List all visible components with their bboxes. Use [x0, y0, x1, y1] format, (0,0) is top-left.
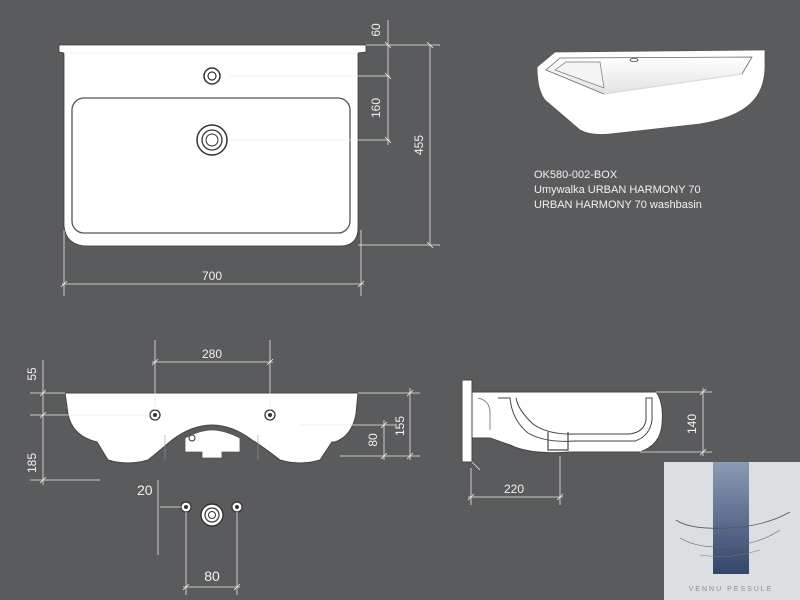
mounting-hole-left-icon	[149, 409, 161, 421]
bolt-hole-left-icon	[180, 501, 192, 513]
drain-icon	[196, 124, 228, 156]
dim-hole-spacing: 280	[202, 347, 222, 361]
dim-mount-distance: 80	[204, 568, 220, 584]
drain-hole-icon	[200, 503, 224, 527]
tap-hole-icon	[203, 67, 221, 85]
bolt-hole-right-icon	[231, 501, 243, 513]
mounting-hole-right-icon	[264, 409, 276, 421]
dim-depth: 455	[412, 135, 426, 155]
product-name-pl: Umywalka URBAN HARMONY 70	[534, 184, 701, 196]
mounting-detail: 20 80	[137, 480, 243, 595]
side-view: 220 140	[461, 379, 712, 505]
dim-back-ledge: 60	[369, 23, 383, 37]
dim-drain-offset: 160	[369, 98, 383, 118]
top-view-basin	[71, 97, 351, 234]
product-code: OK580-002-BOX	[534, 169, 618, 181]
dim-side-depth: 220	[504, 482, 524, 496]
front-view-sink-outline	[64, 392, 359, 464]
logo-text: VENNU PESSULE	[689, 586, 774, 593]
dim-side-height: 140	[685, 414, 699, 434]
product-name-en: URBAN HARMONY 70 washbasin	[534, 199, 702, 211]
top-view: 60 160 455 700	[58, 20, 440, 296]
brand-logo: VENNU PESSULE	[664, 462, 800, 600]
wall-bracket	[461, 379, 473, 463]
side-view-sink-outline	[471, 391, 663, 454]
hook-icon	[188, 434, 196, 442]
dim-hole-diameter: 20	[137, 482, 153, 498]
dim-top-offset: 55	[25, 367, 39, 381]
perspective-view	[536, 49, 766, 135]
front-view: 280 55 185 80 155	[25, 340, 420, 485]
dim-bowl-depth: 80	[366, 433, 380, 447]
dim-total-height: 185	[25, 453, 39, 473]
product-caption: OK580-002-BOX Umywalka URBAN HARMONY 70 …	[534, 169, 702, 211]
dim-width: 700	[202, 269, 222, 283]
dim-body-height: 155	[393, 416, 407, 436]
